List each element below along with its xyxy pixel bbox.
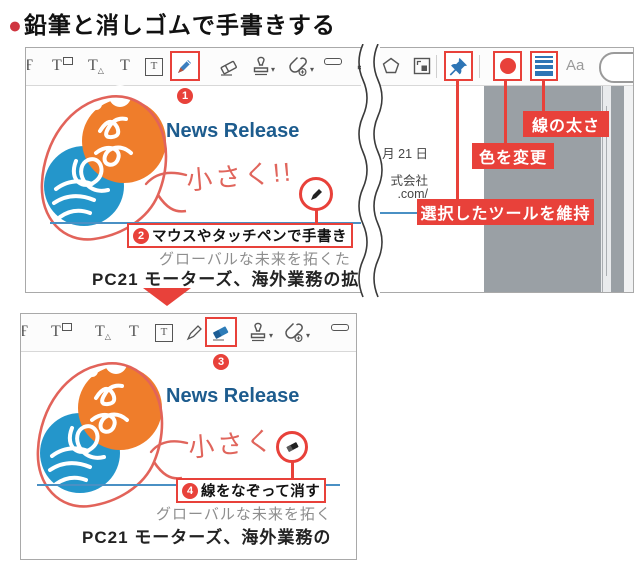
doc-heading: PC21 モーターズ、海外業務の	[82, 528, 332, 547]
stamp-tool-button[interactable]	[250, 55, 272, 78]
strikeout-text-icon[interactable]: Ŧ	[27, 56, 39, 76]
page-title: ●鉛筆と消しゴムで手書きする	[8, 6, 336, 40]
eraser-icon	[220, 60, 237, 76]
annotation-toolbar: Ŧ T T△ T T ▾	[21, 314, 356, 352]
paperclip-icon	[285, 322, 303, 343]
step-4-badge: 4	[182, 482, 198, 499]
doc-rule	[378, 212, 424, 214]
doc-heading: PC21 モーターズ、海外業務の拡	[92, 270, 360, 289]
screenshot-pencil-mode: Ŧ T T△ T T	[25, 47, 634, 293]
eraser-icon	[212, 326, 229, 341]
connector-keep-tool	[456, 81, 459, 201]
line-tool-button[interactable]	[324, 51, 342, 71]
pencil-icon	[186, 325, 202, 341]
eraser-tool-button[interactable]	[217, 55, 241, 79]
attach-file-button[interactable]	[282, 321, 305, 344]
eraser-tool-button[interactable]	[205, 317, 237, 347]
polygon-icon	[382, 57, 400, 74]
stamp-tool-button[interactable]	[247, 321, 269, 344]
text-style-button[interactable]: Aa	[566, 57, 585, 74]
toolbar-separator	[436, 55, 437, 78]
text-comment-icon[interactable]: T	[51, 322, 72, 342]
text-box-icon[interactable]: T	[155, 321, 173, 342]
color-swatch-button[interactable]	[493, 51, 522, 81]
news-release-logo	[40, 85, 187, 241]
add-text-icon[interactable]: T	[120, 57, 130, 74]
line-tool-button[interactable]	[331, 317, 349, 337]
news-release-logo	[36, 352, 183, 508]
insert-text-icon[interactable]: T△	[95, 323, 111, 341]
title-text: 鉛筆と消しゴムで手書きする	[23, 12, 336, 38]
line-weight-button[interactable]	[530, 51, 558, 81]
connector-line-width	[542, 81, 545, 113]
handwriting-stroke	[144, 171, 188, 186]
doc-title: News Release	[166, 385, 300, 407]
text-comment-icon[interactable]: T	[52, 56, 73, 76]
stamp-dropdown-arrow[interactable]: ▾	[269, 331, 274, 340]
pencil-tool-button[interactable]	[170, 51, 200, 81]
doc-subtitle: グローバルな未来を拓く	[156, 506, 332, 523]
attach-dropdown-arrow[interactable]: ▾	[306, 331, 311, 340]
expand-icon	[413, 57, 431, 75]
toolbar-overflow-control[interactable]	[599, 52, 633, 83]
stamp-icon	[253, 56, 269, 76]
pushpin-icon	[449, 57, 468, 76]
step-3-badge: 3	[213, 354, 229, 370]
add-text-icon[interactable]: T	[129, 323, 139, 340]
pencil-icon	[178, 60, 191, 73]
doc-url-fragment: .com/	[397, 187, 428, 201]
pencil-cursor	[299, 177, 333, 211]
doc-title: News Release	[166, 120, 300, 142]
doc-subtitle: グローバルな未来を拓くた	[159, 251, 351, 268]
attach-file-button[interactable]	[286, 55, 309, 78]
handwriting-stroke	[149, 440, 189, 454]
insert-text-icon[interactable]: T△	[88, 57, 104, 75]
stamp-icon	[250, 322, 266, 342]
paperclip-icon	[289, 56, 307, 77]
pencil-tool-button[interactable]	[184, 321, 206, 343]
doc-company-fragment: 式会社	[390, 174, 428, 188]
eraser-cursor	[276, 431, 308, 463]
attach-dropdown-arrow[interactable]: ▾	[310, 65, 315, 74]
callout-change-color: 色を変更	[472, 143, 554, 169]
line-weight-icon	[535, 56, 553, 76]
stamp-dropdown-arrow[interactable]: ▾	[271, 65, 276, 74]
connector-change-color	[504, 81, 507, 145]
screenshot-eraser-mode: Ŧ T T△ T T ▾	[20, 313, 357, 560]
color-circle-icon	[499, 58, 516, 74]
scrollbar[interactable]	[601, 86, 611, 292]
step-2-label: 2 マウスやタッチペンで手書き	[127, 223, 353, 248]
eraser-cursor-icon	[285, 442, 298, 452]
annotation-toolbar: Ŧ T T△ T T	[26, 48, 633, 86]
title-bullet: ●	[8, 12, 23, 38]
expand-tool-button[interactable]	[412, 56, 432, 76]
panel-edge	[624, 86, 633, 292]
doc-date-fragment: 月 21 日	[382, 147, 428, 161]
step-1-badge: 1	[177, 88, 193, 104]
strikeout-text-icon[interactable]: Ŧ	[22, 322, 34, 342]
keep-tool-pin-button[interactable]	[444, 51, 473, 81]
polygon-tool-button[interactable]	[381, 56, 401, 76]
handwritten-note: 小さく	[186, 425, 277, 463]
text-box-icon[interactable]: T	[145, 55, 163, 76]
toolbar-separator	[479, 55, 480, 78]
step-2-badge: 2	[133, 227, 149, 244]
down-arrow	[143, 288, 191, 306]
callout-line-width: 線の太さ	[523, 111, 609, 137]
step-4-label: 4 線をなぞって消す	[176, 478, 327, 503]
pencil-cursor-icon	[310, 188, 322, 200]
callout-keep-tool: 選択したツールを維持	[417, 199, 594, 225]
handwritten-note: 小さく!!	[185, 156, 295, 196]
torn-edge	[358, 44, 383, 298]
